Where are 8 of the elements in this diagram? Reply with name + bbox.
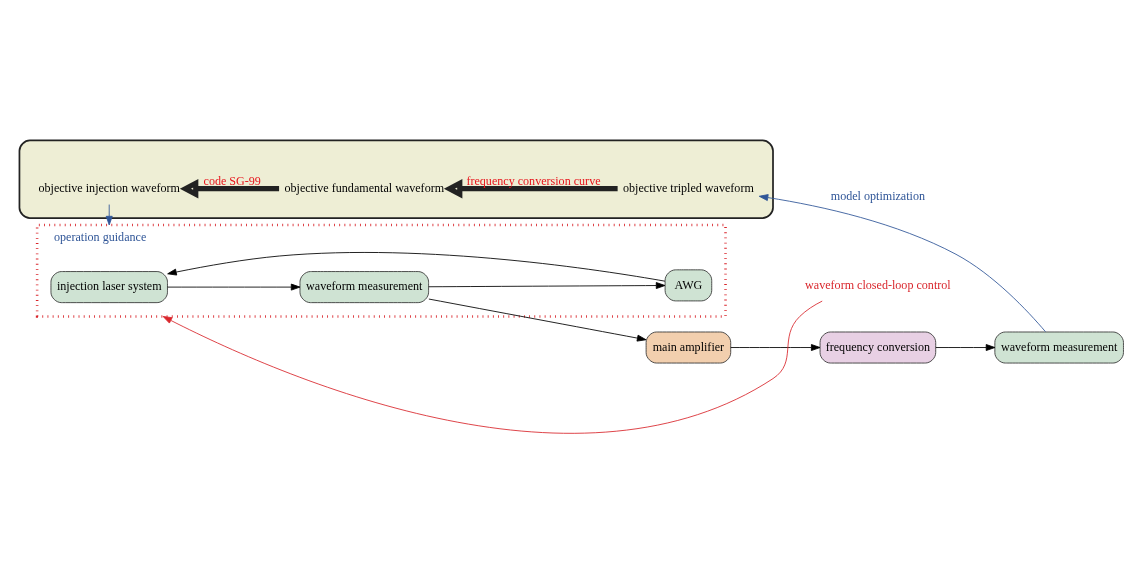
edge-label: operation guidance — [54, 229, 147, 244]
node-text: waveform closed-loop control — [805, 277, 951, 292]
edge-label: frequency conversion curve — [466, 173, 601, 188]
node-text: objective injection waveform — [38, 180, 180, 195]
node-text: objective fundamental waveform — [284, 180, 445, 195]
edge-label: code SG-99 — [203, 173, 261, 188]
node-text: objective tripled waveform — [623, 180, 754, 195]
edge-label: model optimization — [830, 188, 926, 203]
